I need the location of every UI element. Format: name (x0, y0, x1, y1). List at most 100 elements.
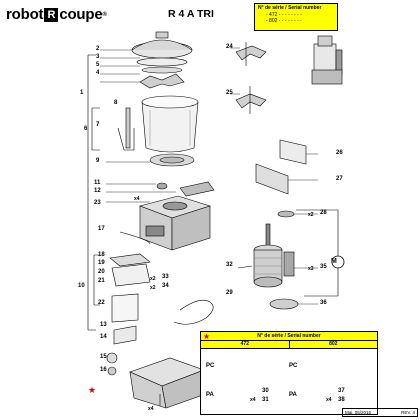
part-label-13: 13 (100, 322, 107, 328)
logo-word-right: coupe (59, 6, 103, 23)
lid-drawing (131, 31, 193, 74)
part-label-30: 30 (262, 388, 269, 394)
part-label-10: 10 (78, 283, 85, 289)
part-label-27: 27 (336, 176, 343, 182)
part-label-20: 20 (98, 269, 105, 275)
part-label-12: 12 (94, 188, 101, 194)
keypad-14-drawing (113, 325, 137, 345)
part-label-29: 29 (226, 290, 233, 296)
part-label-1: 1 (80, 90, 84, 96)
part-label-2: 2 (96, 46, 100, 52)
leader-lines-mid (106, 161, 176, 203)
part-label-6: 6 (84, 126, 88, 132)
revision-footer: Maj. 05/2016 REV. 4 (342, 408, 418, 417)
motor-housing-drawing (139, 195, 212, 251)
part-label-22: 22 (98, 300, 105, 306)
part-label-5: 5 (96, 62, 100, 68)
logo-registered: ® (102, 12, 107, 18)
part-label-17: 17 (98, 226, 105, 232)
legend-title: N° de série / Serial number (201, 332, 377, 341)
cable-17-drawing (119, 231, 151, 245)
part-label-16: 16 (100, 367, 107, 373)
footer-date: Maj. 05/2016 (345, 410, 372, 415)
panel-26-drawing (279, 139, 307, 165)
legend-columns: 472 802 (201, 341, 377, 349)
part-label-28: 28 (320, 210, 327, 216)
leader-lines-right (230, 47, 318, 305)
red-star-icon: ★ (88, 385, 97, 395)
multiplier-x4-legend-b: x4 (326, 397, 332, 403)
cable-29-drawing (173, 299, 214, 325)
serial-number-box: N° de série / Serial number - 472 - - - … (254, 3, 338, 31)
plate-20-drawing (111, 263, 151, 287)
motor-symbol-circle (331, 255, 345, 269)
part-label-4: 4 (96, 70, 100, 76)
motor-drawing (253, 223, 295, 288)
machine-photo-drawing (311, 35, 343, 85)
knob-16-drawing (107, 366, 117, 376)
left-bracket-line (87, 54, 96, 331)
legend-pc-left: PC (206, 363, 215, 369)
multiplier-x4-base: x4 (148, 406, 154, 412)
connector-32-drawing (237, 265, 253, 269)
part-label-8: 8 (114, 100, 118, 106)
motor-bracket-line (296, 209, 339, 297)
part-label-19: 19 (98, 260, 105, 266)
bracket-10-line (93, 254, 100, 306)
part-label-35: 35 (320, 264, 327, 270)
part-label-36: 36 (320, 300, 327, 306)
multiplier-x3-right: x3 (308, 266, 314, 272)
shaft-drawing (125, 107, 131, 149)
base-housing-drawing (129, 357, 205, 409)
logo-mark: R (44, 8, 59, 22)
fan-36-drawing (269, 298, 299, 310)
part-label-25: 25 (226, 90, 233, 96)
serial-heading: N° de série / Serial number (258, 5, 322, 11)
multiplier-x2-a: x2 (150, 276, 156, 282)
serial-row-1: - 472 - - - - - - - - (266, 11, 302, 18)
model-title: R 4 A TRI (168, 8, 214, 20)
part-label-24: 24 (226, 44, 233, 50)
footer-rev: REV. 4 (401, 410, 415, 415)
logo-word-left: robot (6, 6, 44, 23)
part-label-3: 3 (96, 54, 100, 60)
blade-24-drawing (235, 45, 267, 61)
grill-drawing (179, 181, 215, 197)
seal-drawing (156, 182, 168, 190)
part-label-38: 38 (338, 397, 345, 403)
multiplier-x4-upper: x4 (134, 196, 140, 202)
multiplier-x4-legend-a: x4 (250, 397, 256, 403)
bowl-drawing (141, 95, 199, 167)
multiplier-x2-right: x2 (308, 212, 314, 218)
legend-pc-right: PC (289, 363, 298, 369)
serial-legend-table: N° de série / Serial number 472 802 ★ (200, 331, 378, 415)
washer-28-drawing (277, 210, 295, 218)
serial-row-2: - 802 - - - - - - - - (266, 18, 302, 24)
knob-15-drawing (106, 352, 118, 364)
part-label-33: 33 (162, 274, 169, 280)
part-label-32: 32 (226, 262, 233, 268)
plate-18-drawing (109, 253, 151, 267)
blade-5-drawing (139, 73, 185, 89)
panel-27-drawing (255, 163, 289, 195)
part-label-37: 37 (338, 388, 345, 394)
clip-drawing (117, 127, 135, 151)
multiplier-x2-b: x2 (150, 285, 156, 291)
legend-star-icon: ★ (203, 332, 211, 341)
part-label-34: 34 (162, 283, 169, 289)
part-label-21: 21 (98, 278, 105, 284)
leader-lines-top (100, 49, 140, 83)
part-label-31: 31 (262, 397, 269, 403)
part-label-18: 18 (98, 252, 105, 258)
legend-col-472: 472 (201, 341, 290, 348)
part-label-7: 7 (96, 122, 100, 128)
legend-col-802: 802 (289, 341, 377, 348)
blade-25-drawing (235, 93, 267, 109)
part-label-15: 15 (100, 354, 107, 360)
part-label-11: 11 (94, 180, 101, 186)
legend-pa-left: PA (206, 392, 214, 398)
legend-pa-right: PA (289, 392, 297, 398)
part-label-14: 14 (100, 334, 107, 340)
part-label-26: 26 (336, 150, 343, 156)
